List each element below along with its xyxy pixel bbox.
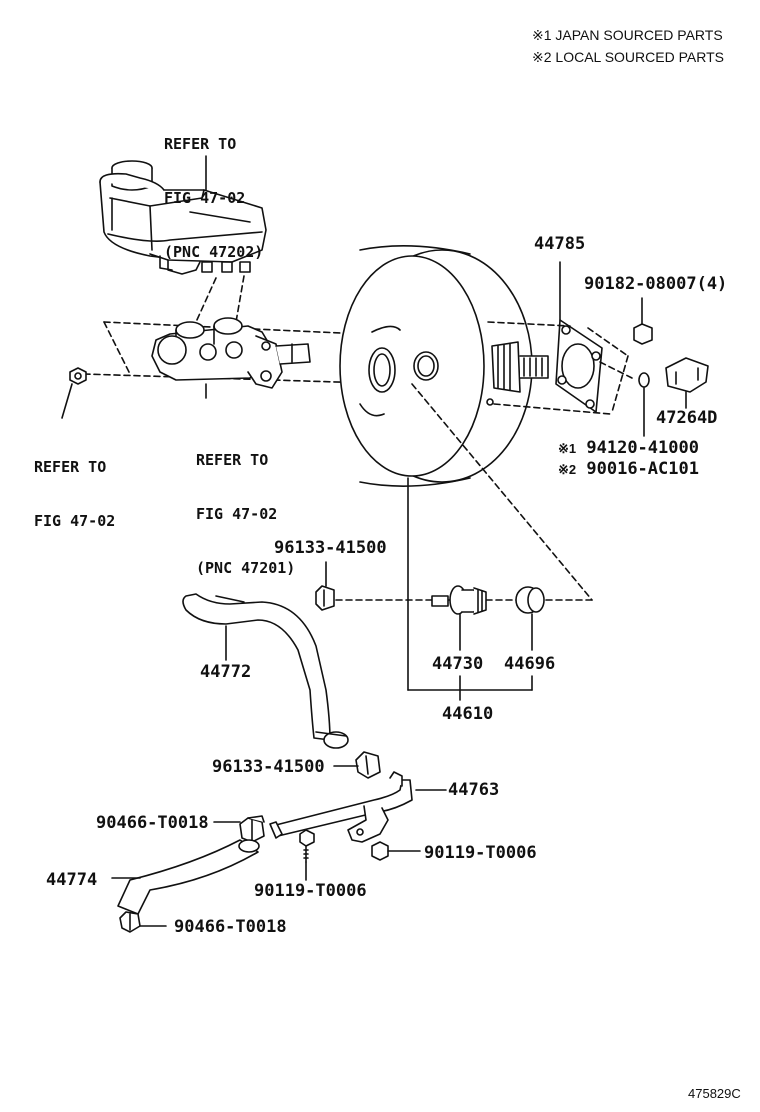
note-local-sourced: ※2 LOCAL SOURCED PARTS: [532, 48, 724, 66]
clamp-96133-mid: [333, 751, 381, 779]
clamp-90466-top: [213, 815, 265, 843]
label-90182: 90182-08007(4): [584, 274, 728, 294]
hose-44774: [111, 839, 260, 915]
label-44772: 44772: [200, 662, 252, 682]
ref-master-cylinder-line-1: REFER TO: [196, 451, 269, 469]
label-90466-bottom: 90466-T0018: [174, 917, 287, 937]
reservoir-tank: [99, 160, 267, 275]
ref-reservoir-line-3: (PNC 47202): [164, 243, 264, 261]
ref-master-cylinder-line-2: FIG 47-02: [196, 505, 278, 523]
bolt-90119-right: [371, 841, 421, 861]
label-96133-mid: 96133-41500: [212, 757, 325, 777]
label-90016-text: 90016-AC101: [586, 459, 699, 479]
label-90119-mid: 90119-T0006: [254, 881, 367, 901]
label-94120: ※1 94120-41000: [558, 438, 699, 458]
label-44785: 44785: [534, 234, 586, 254]
clamp-96133-top: [315, 561, 335, 611]
master-cylinder: [151, 317, 311, 389]
ref-left-nut-line-1: REFER TO: [34, 458, 107, 476]
hose-44772: [182, 593, 349, 749]
label-44763: 44763: [448, 780, 500, 800]
bolt-90119-mid: [299, 829, 315, 881]
vacuum-tube-44763: [269, 771, 447, 843]
ref-master-cylinder: REFER TO FIG 47-02 (PNC 47201): [196, 415, 295, 595]
mark-local: ※2: [558, 462, 577, 477]
gasket-44785: [555, 261, 603, 413]
ref-reservoir-line-2: FIG 47-02: [164, 189, 246, 207]
ref-left-nut-line-2: FIG 47-02: [34, 512, 116, 530]
clamp-90466-bottom: [119, 911, 167, 933]
ref-left-nut: REFER TO FIG 47-02: [34, 422, 115, 548]
note-mark-1: ※1: [532, 27, 552, 43]
ref-reservoir: REFER TO FIG 47-02 (PNC 47202): [164, 99, 263, 279]
label-90466-top: 90466-T0018: [96, 813, 209, 833]
note-text-2: LOCAL SOURCED PARTS: [555, 49, 724, 65]
note-mark-2: ※2: [532, 49, 552, 65]
figure-code: 475829C: [688, 1086, 741, 1101]
mark-japan: ※1: [558, 441, 577, 456]
brake-booster: [339, 245, 533, 487]
label-44774: 44774: [46, 870, 98, 890]
reservoir-guide-lines: [195, 275, 245, 323]
check-valve-44730: [431, 585, 487, 651]
ref-master-cylinder-line-3: (PNC 47201): [196, 559, 296, 577]
label-44610: 44610: [442, 704, 494, 724]
washer-94120: [638, 372, 650, 437]
label-90016: ※2 90016-AC101: [558, 459, 699, 479]
label-44730: 44730: [432, 654, 484, 674]
note-japan-sourced: ※1 JAPAN SOURCED PARTS: [532, 26, 723, 44]
label-44696: 44696: [504, 654, 556, 674]
gasket-frame: [487, 321, 633, 415]
label-90119-right: 90119-T0006: [424, 843, 537, 863]
label-47264D: 47264D: [656, 408, 718, 428]
clip-47264D: [665, 357, 709, 409]
ref-reservoir-line-1: REFER TO: [164, 135, 237, 153]
booster-pushrod: [486, 341, 549, 406]
grommet-44696: [515, 586, 545, 651]
note-text-1: JAPAN SOURCED PARTS: [555, 27, 723, 43]
label-96133-top: 96133-41500: [274, 538, 387, 558]
assembly-44610-leaders: [407, 477, 533, 701]
nut-90182: [633, 297, 653, 345]
label-94120-text: 94120-41000: [586, 438, 699, 458]
check-valve-guide: [335, 383, 593, 601]
left-nut: [61, 367, 87, 419]
